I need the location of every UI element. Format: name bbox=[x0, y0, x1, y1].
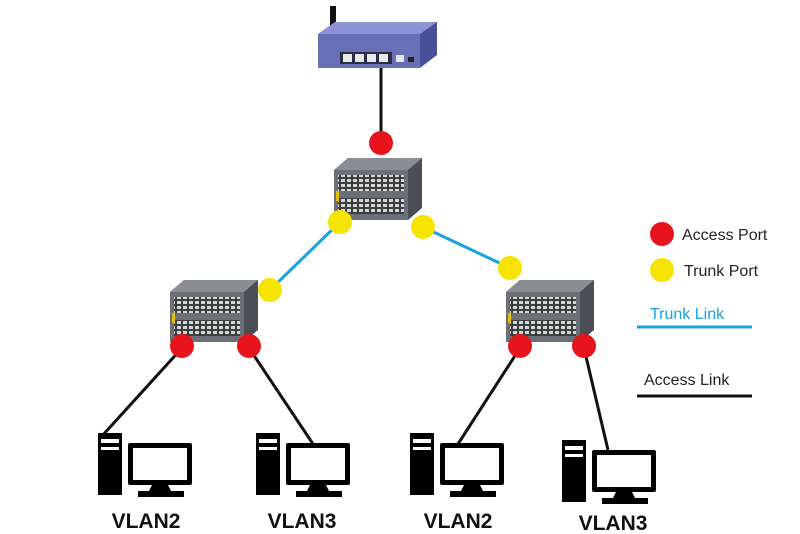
trunk-link-core-right bbox=[422, 225, 511, 270]
pc-icon bbox=[256, 433, 350, 497]
access-port-left-1 bbox=[170, 334, 194, 358]
access-link-pc1 bbox=[100, 346, 184, 438]
right-switch-icon bbox=[506, 280, 594, 342]
legend-access-port-swatch bbox=[650, 222, 674, 246]
pc-label-vlan3-a: VLAN3 bbox=[268, 510, 337, 533]
access-port-router bbox=[369, 131, 393, 155]
trunk-port-core-left bbox=[328, 210, 352, 234]
trunk-links bbox=[268, 220, 511, 292]
access-port-right-2 bbox=[572, 334, 596, 358]
left-switch-icon bbox=[170, 280, 258, 342]
pc-label-vlan3-b: VLAN3 bbox=[579, 512, 648, 534]
trunk-link-core-left bbox=[268, 220, 342, 292]
legend-trunk-port-swatch bbox=[650, 258, 674, 282]
access-port-right-1 bbox=[508, 334, 532, 358]
pc-label-vlan2-b: VLAN2 bbox=[424, 510, 493, 533]
trunk-port-right-switch bbox=[498, 256, 522, 280]
access-links-pcs bbox=[100, 346, 610, 451]
access-link-pc3 bbox=[456, 347, 522, 445]
pc-label-vlan2-a: VLAN2 bbox=[112, 510, 181, 533]
access-port-left-2 bbox=[237, 334, 261, 358]
access-link-pc2 bbox=[247, 347, 319, 451]
core-switch-icon bbox=[334, 158, 422, 220]
legend-access-link-label: Access Link bbox=[644, 372, 730, 389]
router-icon bbox=[318, 6, 437, 68]
legend-trunk-link-label: Trunk Link bbox=[650, 306, 725, 323]
legend-trunk-port-label: Trunk Port bbox=[684, 263, 759, 280]
legend: Access Port Trunk Port Trunk Link Access… bbox=[637, 222, 768, 398]
trunk-ports bbox=[258, 210, 522, 302]
access-link-pc4 bbox=[582, 347, 610, 451]
trunk-port-left-switch bbox=[258, 278, 282, 302]
trunk-port-core-right bbox=[411, 215, 435, 239]
pc-icon bbox=[98, 433, 192, 497]
legend-access-port-label: Access Port bbox=[682, 227, 768, 244]
access-ports bbox=[170, 131, 596, 358]
pc-icon bbox=[410, 433, 504, 497]
